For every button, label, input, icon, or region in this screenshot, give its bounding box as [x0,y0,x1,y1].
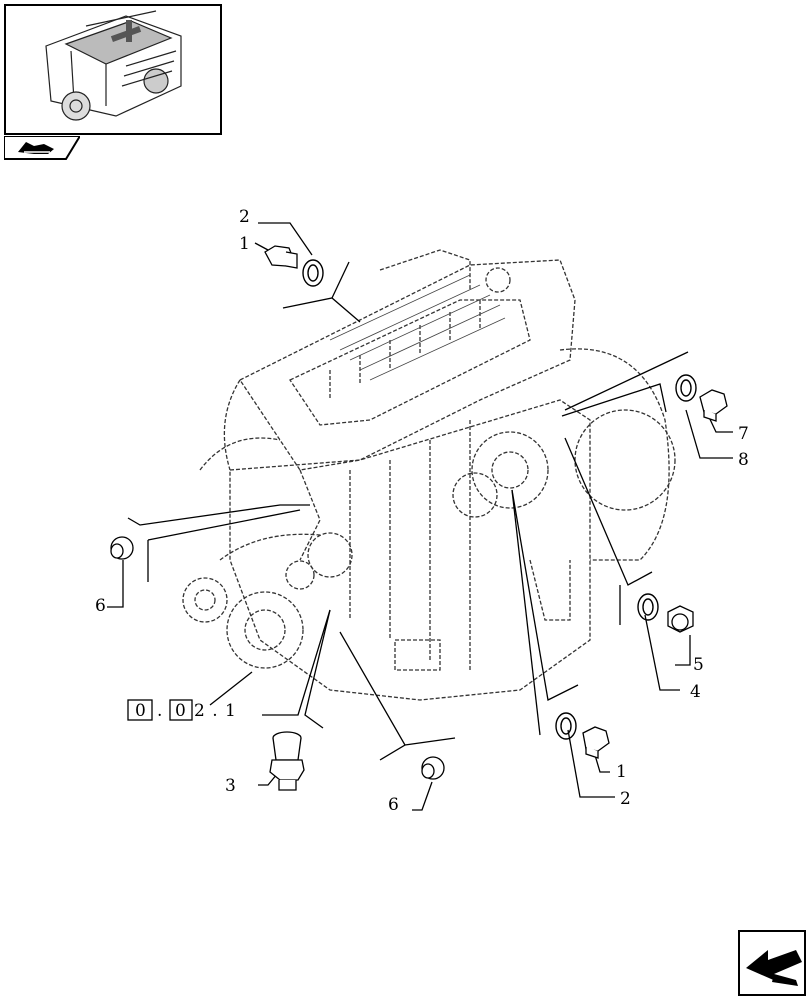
engine-thumbnail-frame[interactable] [4,4,222,135]
part-plug-7 [699,389,728,422]
reference-box-a [127,699,153,721]
callout-6-bottom: 6 [388,795,399,815]
callout-2-bottom: 2 [620,789,631,809]
callout-4: 4 [690,682,701,702]
next-page-arrow-icon [738,930,806,996]
hand-pointer-icon [3,135,82,160]
part-plug-5 [667,605,694,633]
callout-1-top: 1 [239,234,250,254]
callout-6-left: 6 [95,596,106,616]
part-washer-8 [675,374,697,402]
part-bush-6-left [110,536,134,560]
reference-box-b [169,699,193,721]
callout-7: 7 [738,424,749,444]
leader-lines [107,222,733,811]
valve-cover-hatch [329,274,506,381]
engine-drawing [182,249,676,701]
next-page-button[interactable] [738,930,806,996]
part-washer-top [302,259,324,287]
part-plug-1-bottom [582,726,610,759]
reference-digit-a: 0 [135,701,147,721]
reference-rest: 2 . 1 [194,701,237,721]
part-hex-plug-top [264,245,298,269]
callout-3: 3 [225,776,236,796]
part-bush-6-bottom [421,756,445,780]
nav-tab[interactable] [3,135,82,160]
callout-1-bottom: 1 [616,762,627,782]
callout-2-top: 2 [239,207,250,227]
reference-code[interactable]: 0 . 0 2 . 1 [127,699,237,721]
reference-dot-a: . [157,701,163,721]
part-union-3 [269,731,305,791]
reference-digit-b: 0 [175,701,187,721]
callout-5: 5 [693,655,704,675]
part-washer-4 [637,593,659,621]
callout-8: 8 [738,450,749,470]
engine-thumbnail-icon [45,10,182,121]
part-washer-2-bottom [555,712,577,740]
